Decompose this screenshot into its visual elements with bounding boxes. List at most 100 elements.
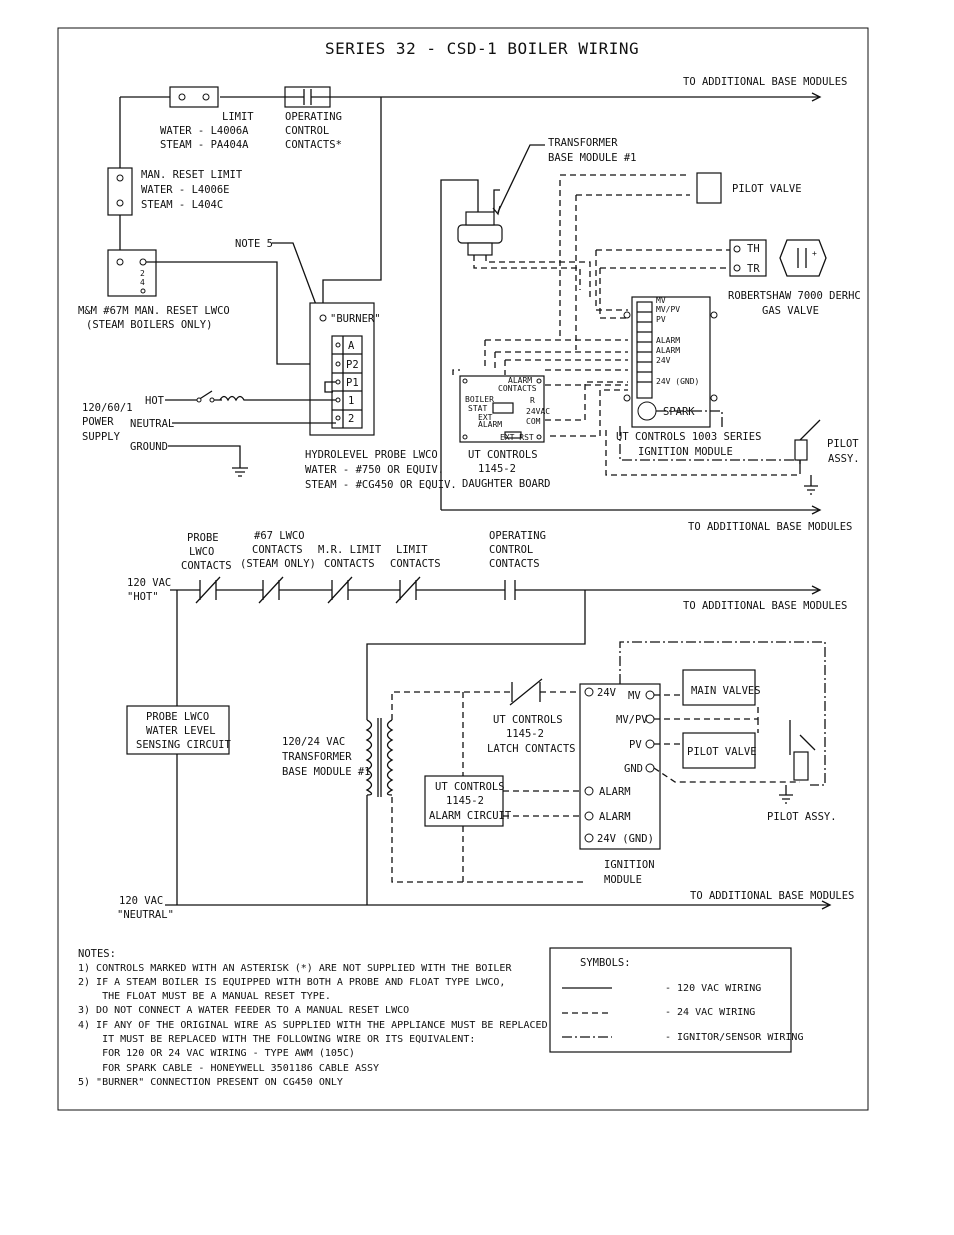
db-ext: EXT [478, 413, 493, 422]
limit-water: WATER - L4006A [160, 125, 249, 137]
ignition-ladder-2: MODULE [604, 874, 642, 886]
symbol-120vac: - 120 VAC WIRING [665, 983, 761, 994]
note-line-7: FOR 120 OR 24 VAC WIRING - TYPE AWM (105… [78, 1048, 355, 1059]
neutral-label: NEUTRAL [130, 418, 174, 430]
symbols-legend [549, 947, 792, 1053]
pilot-valve-box [682, 732, 756, 769]
hot-ladder-1: 120 VAC [127, 577, 171, 589]
note-line-4: 3) DO NOT CONNECT A WATER FEEDER TO A MA… [78, 1005, 409, 1016]
to-additional-1: TO ADDITIONAL BASE MODULES [683, 76, 847, 88]
ml-alarm2: ALARM [599, 811, 631, 823]
ml-24v: 24V [597, 687, 617, 699]
db-r: R [530, 396, 535, 405]
diagram-frame [57, 27, 869, 1111]
operating-label-2: CONTROL [285, 125, 329, 137]
contact-op-2: CONTROL [489, 544, 533, 556]
db-alarm: ALARM [478, 420, 502, 429]
symbols-heading: SYMBOLS: [580, 957, 631, 969]
terminal-p2: P2 [346, 359, 359, 371]
ml-24vgnd: 24V (GND) [597, 833, 654, 845]
neutral-ladder-2: "NEUTRAL" [117, 909, 174, 921]
note-line-2: 2) IF A STEAM BOILER IS EQUIPPED WITH BO… [78, 977, 505, 988]
mr-gnd: GND [624, 763, 643, 775]
pilot-assy-top-1: PILOT [827, 438, 859, 450]
spark-label: SPARK [663, 406, 695, 418]
mr-pv: PV [629, 739, 642, 751]
mod-pin-pv: PV [656, 315, 666, 324]
transformer-label-1: TRANSFORMER [548, 137, 618, 149]
daughter-board [459, 375, 545, 443]
probe-circuit-3: SENSING CIRCUIT [136, 739, 232, 751]
hydrolevel-steam: STEAM - #CG450 OR EQUIV. [305, 479, 457, 491]
notes-heading: NOTES: [78, 948, 116, 960]
contact-probe-3: CONTACTS [181, 560, 232, 572]
main-valves-label: MAIN VALVES [691, 685, 761, 697]
to-additional-3: TO ADDITIONAL BASE MODULES [683, 600, 847, 612]
terminal-p1: P1 [346, 377, 359, 389]
svg-text:+: + [812, 249, 817, 258]
power-label-3: SUPPLY [82, 431, 121, 443]
alarm-circuit-box [424, 775, 504, 827]
db-stat: STAT [468, 404, 487, 413]
svg-text:2: 2 [140, 269, 145, 278]
power-label-1: 120/60/1 [82, 402, 133, 414]
mr-mv: MV [628, 690, 641, 702]
contact-limit-2: CONTACTS [390, 558, 441, 570]
hydrolevel-terminals: A P2 P1 1 2 [331, 335, 363, 429]
mod-pin-mvpv: MV/PV [656, 305, 680, 314]
limit-steam: STEAM - PA404A [160, 139, 249, 151]
mod-pin-24vgnd: 24V (GND) [656, 377, 699, 386]
lwco-label-2: (STEAM BOILERS ONLY) [86, 319, 212, 331]
db-extrst: EXT RST [500, 433, 534, 442]
th-label: TH [747, 243, 760, 255]
note-line-8: FOR SPARK CABLE - HONEYWELL 3501186 CABL… [78, 1063, 379, 1074]
db-24vac: 24VAC [526, 407, 550, 416]
ignition-module-top [623, 296, 718, 428]
pilot-valve-label: PILOT VALVE [687, 746, 757, 758]
ignition-ladder-1: IGNITION [604, 859, 655, 871]
tr-label: TR [747, 263, 760, 275]
ignition-label-2: IGNITION MODULE [638, 446, 733, 458]
ignition-label-1: UT CONTROLS 1003 SERIES [616, 431, 761, 443]
latch-label-3: LATCH CONTACTS [487, 743, 576, 755]
gas-valve-label-1: ROBERTSHAW 7000 DERHC [728, 290, 861, 302]
mod-pin-mv: MV [656, 296, 666, 305]
probe-circuit-2: WATER LEVEL [146, 725, 216, 737]
limit-label: LIMIT [222, 111, 254, 123]
daughter-label-2: 1145-2 [478, 463, 516, 475]
gas-valve-label-2: GAS VALVE [762, 305, 819, 317]
operating-label-3: CONTACTS* [285, 139, 342, 151]
pilot-assy-label: PILOT ASSY. [767, 811, 837, 823]
transformer-ladder [365, 718, 394, 797]
contact-probe-2: LWCO [189, 546, 214, 558]
latch-label-1: UT CONTROLS [493, 714, 563, 726]
man-reset-limit [107, 167, 133, 216]
transformer-top [457, 211, 503, 256]
hot-label: HOT [145, 395, 165, 407]
note5-label: NOTE 5 [235, 238, 273, 250]
hot-ladder-2: "HOT" [127, 591, 159, 603]
hydrolevel-label: HYDROLEVEL PROBE LWCO [305, 449, 438, 461]
lwco-label-1: M&M #67M MAN. RESET LWCO [78, 305, 230, 317]
limit-switch [169, 86, 219, 108]
note-line-3: THE FLOAT MUST BE A MANUAL RESET TYPE. [78, 991, 331, 1002]
mr-mvpv: MV/PV [616, 714, 648, 726]
svg-text:4: 4 [140, 278, 145, 287]
note-line-1: 1) CONTROLS MARKED WITH AN ASTERISK (*) … [78, 963, 512, 974]
robertshaw-valve: + [729, 239, 827, 277]
symbol-ignitor: - IGNITOR/SENSOR WIRING [665, 1032, 803, 1043]
contact-mr-1: M.R. LIMIT [318, 544, 382, 556]
alarm-circuit-1: UT CONTROLS [435, 781, 505, 793]
pilot-assy-top-2: ASSY. [828, 453, 860, 465]
hydrolevel-water: WATER - #750 OR EQUIV. [305, 464, 444, 476]
alarm-circuit-3: ALARM CIRCUIT [429, 810, 512, 822]
to-additional-2: TO ADDITIONAL BASE MODULES [688, 521, 852, 533]
tfmr-label-2: TRANSFORMER [282, 751, 352, 763]
tfmr-label-3: BASE MODULE #1 [282, 766, 371, 778]
db-contacts: CONTACTS [498, 384, 537, 393]
note-line-5: 4) IF ANY OF THE ORIGINAL WIRE AS SUPPLI… [78, 1020, 554, 1031]
contact-67-2: CONTACTS [252, 544, 303, 556]
db-boiler: BOILER [465, 395, 494, 404]
alarm-circuit-2: 1145-2 [446, 795, 484, 807]
